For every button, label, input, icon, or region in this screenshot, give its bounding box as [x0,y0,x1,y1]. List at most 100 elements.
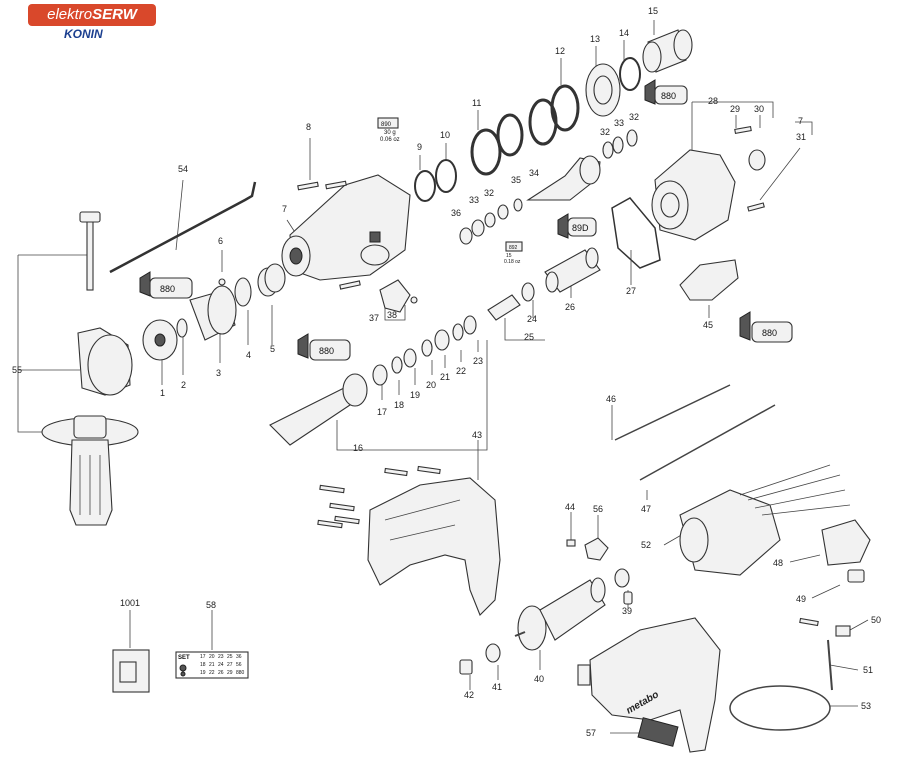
set-r1-c3: 23 [218,654,224,660]
label-53: 53 [861,701,871,711]
cable-53 [729,685,831,731]
grease-tube-3-label: 880 [661,91,676,101]
set-r1-c1: 17 [200,654,206,660]
label-56: 56 [593,504,603,514]
grease-b-oz: 0.18 oz [504,259,521,265]
set-r3-c4: 29 [227,670,233,676]
label-3: 3 [216,368,221,378]
label-44: 44 [565,502,575,512]
screw-50 [799,617,819,627]
label-9: 9 [417,142,422,152]
rod-54 [109,181,257,274]
grease-tube-4-label: 880 [762,328,777,338]
label-7: 7 [282,204,287,214]
grease-tube-2-label: 880 [319,346,334,356]
set-r2-c4: 27 [227,662,233,668]
label-7b: 7 [798,116,803,126]
label-24: 24 [527,314,537,324]
label-15: 15 [648,6,658,16]
screws-8 [297,180,361,290]
label-21: 21 [440,372,450,382]
grease-tube-4: 880 [739,311,793,343]
label-46: 46 [606,394,616,404]
label-26: 26 [565,302,575,312]
set-r3-c2: 22 [209,670,215,676]
grease-tube-1: 880 [139,271,193,299]
set-title: SET [178,655,190,661]
label-50: 50 [871,615,881,625]
label-33a: 33 [614,118,624,128]
label-30: 30 [754,104,764,114]
depth-stop-55 [79,211,101,291]
label-18: 18 [394,400,404,410]
label-1: 1 [160,388,165,398]
piston-26 [544,247,601,293]
label-49: 49 [796,594,806,604]
label-38: 38 [387,310,397,320]
screw-29 [734,126,752,134]
housing-half-43 [367,477,501,616]
set-r1-c2: 20 [209,654,215,660]
label-58: 58 [206,600,216,610]
spindle-16 [269,282,535,446]
label-41: 41 [492,682,502,692]
label-36: 36 [451,208,461,218]
label-47: 47 [641,504,651,514]
part-42 [459,659,473,675]
grease-a-oz: 0.06 oz [380,137,400,143]
grease-tube-3: 880 [644,79,688,105]
front-chuck-parts [142,263,286,361]
label-35: 35 [511,175,521,185]
label-52: 52 [641,540,651,550]
part-number-labels: 1 2 3 4 5 6 7 8 9 10 11 12 13 14 15 16 1… [12,6,881,738]
label-19: 19 [410,390,420,400]
set-table-58: SET 17 20 23 25 36 18 21 24 27 56 19 22 … [175,651,249,679]
gear-housing-7 [281,174,411,281]
switch-48 [821,519,871,566]
label-12: 12 [555,46,565,56]
label-32a: 32 [600,127,610,137]
logo-suffix: SERW [92,6,137,23]
label-4: 4 [246,350,251,360]
label-22: 22 [456,366,466,376]
brush-holder-56 [584,537,609,561]
wires-46-47 [614,384,776,481]
logo-location: KONIN [64,27,103,41]
grease-sachet-b: 892 15 0.18 oz [504,241,523,265]
label-25: 25 [524,332,534,342]
label-48: 48 [773,558,783,568]
stator-52 [679,464,851,576]
auxiliary-handle [41,327,139,526]
label-27: 27 [626,286,636,296]
part-50 [835,625,851,637]
housing-57: metabo [577,617,721,753]
label-45: 45 [703,320,713,330]
grease-tube-5: 89D [557,213,597,239]
grease-a-qty: 30 g [384,130,396,136]
part-44 [566,539,576,547]
label-57: 57 [586,728,596,738]
elektroserw-logo: elektroSERW KONIN [6,4,156,46]
motor-housing-28 [651,149,736,241]
label-32b: 32 [629,112,639,122]
label-28: 28 [708,96,718,106]
label-43: 43 [472,430,482,440]
label-33b: 33 [469,195,479,205]
set-r3-c1: 19 [200,670,206,676]
armature-40 [514,568,630,651]
grease-sachet-a: 890 30 g 0.06 oz [377,117,400,143]
grease-tube-1-label: 880 [160,284,175,294]
bearing-15 [642,29,693,73]
label-31: 31 [796,132,806,142]
set-r2-c3: 24 [218,662,224,668]
label-20: 20 [426,380,436,390]
cable-guard-51 [827,639,833,691]
label-34: 34 [529,168,539,178]
nut-30 [748,149,766,171]
label-23: 23 [473,356,483,366]
label-51: 51 [863,665,873,675]
label-6: 6 [218,236,223,246]
label-2: 2 [181,380,186,390]
switch-37-38 [379,279,418,313]
